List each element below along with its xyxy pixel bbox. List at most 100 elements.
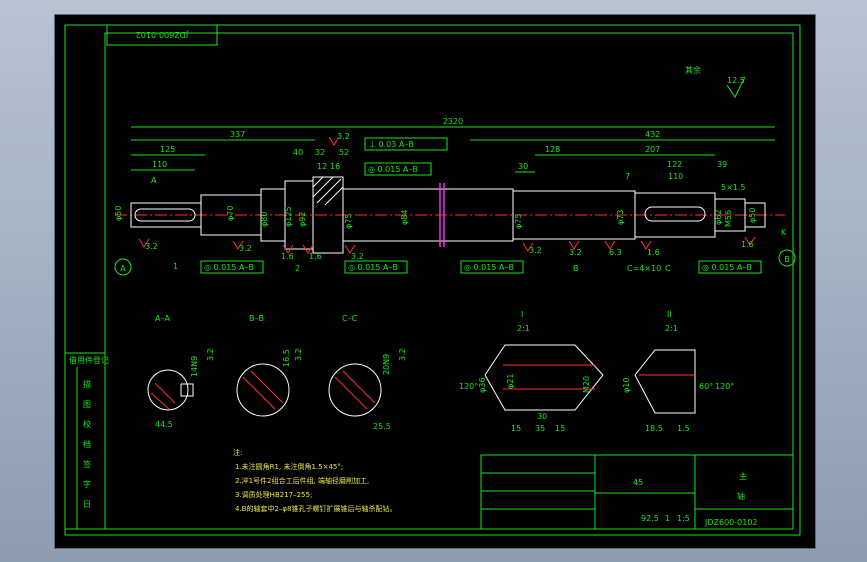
svg-text:45: 45 [633,478,643,487]
svg-text:借用件登记: 借用件登记 [69,355,109,365]
dim-110: 110 [152,160,167,169]
svg-text:120°: 120° [459,382,478,391]
svg-text:M20: M20 [582,376,591,393]
svg-text:轴: 轴 [737,491,745,501]
dia-11: M56 [724,210,733,227]
svg-text:60°: 60° [699,382,713,391]
dim-30: 30 [518,162,528,171]
svg-text:3.2: 3.2 [529,246,542,255]
svg-text:1:5: 1:5 [677,514,690,523]
svg-text:2.淬1号件2组合工后件组, 端轴径磨削加工,: 2.淬1号件2组合工后件组, 端轴径磨削加工, [235,476,369,485]
section-a-a: A–A 44.5 14N9 3.2 [147,314,215,429]
tolerance-top-text: ⊥ 0.03 A–B [369,140,414,149]
svg-text:92.5: 92.5 [641,514,659,523]
tolerance-frame-mid [364,162,432,176]
dia-10: φ62 [714,210,723,225]
svg-text:1.5: 1.5 [677,424,690,433]
label-a: A [151,176,157,185]
dia-9: φ73 [616,210,625,225]
drawing-viewport[interactable]: JDZ600-0102 其余 12.5 2320 337 432 125 110… [54,14,816,549]
left-registry-strip: 借用件登记 描 图 校 档 签 字 日 [64,352,109,530]
diameter-labels: φ50 φ70 φ80 φ125 φ92 φ75 φ84 φ75 φ73 φ62… [114,206,757,229]
dia-8: φ75 [514,214,523,229]
dim-110b: 110 [668,172,683,181]
label-c: C [665,264,671,273]
svg-text:校: 校 [83,419,91,429]
roughness-markers: 3.2 3.2 1.6 3.2 1.6 3.2 3.2 6.3 1.6 1.6 … [138,132,756,261]
svg-text:16.5: 16.5 [282,349,291,367]
svg-text:图: 图 [83,400,91,409]
collar-hatch [312,176,344,206]
keyway-1 [134,208,196,222]
dim-125: 125 [160,145,175,154]
drawing-number-box [106,24,218,46]
svg-text:44.5: 44.5 [155,420,173,429]
label-cdim: C=4×10 [627,264,661,273]
svg-text:14N9: 14N9 [190,356,199,377]
svg-text:3.2: 3.2 [351,252,364,261]
svg-text:字: 字 [83,479,91,489]
dim-overall: 2320 [443,117,463,126]
dia-5: φ92 [298,212,307,227]
dia-3: φ80 [260,212,269,227]
tolerance-mid-text: ◎ 0.015 A–B [368,165,418,174]
dia-1: φ50 [114,206,123,221]
svg-text:1.6: 1.6 [741,240,754,249]
section-c-c: C–C 25.5 20N9 3.2 [328,314,407,431]
dim-5x15: 5×1.5 [721,183,746,192]
dim-7: 7 [625,172,630,181]
section-b-b: B–B 16.5 3.2 [236,314,303,417]
dim-337: 337 [230,130,245,139]
svg-text:◎ 0.015 A–B: ◎ 0.015 A–B [464,263,514,272]
label-k: K [781,228,787,237]
svg-text:描: 描 [83,379,91,389]
datum-b-circle [778,249,796,267]
dia-4: φ125 [284,206,293,227]
svg-text:3.2: 3.2 [145,242,158,251]
shaft-seg-6 [342,188,514,242]
dim-128: 128 [545,145,560,154]
svg-text:25.5: 25.5 [373,422,391,431]
surface-finish-symbol [726,76,746,98]
svg-text:φ21: φ21 [506,374,515,389]
svg-text:1.6: 1.6 [647,248,660,257]
surface-finish-label: 其余 [685,65,701,75]
svg-text:B–B: B–B [249,314,264,323]
label-2: 2 [295,264,300,273]
datum-b: B [784,255,790,264]
svg-text:3.2: 3.2 [294,348,303,361]
svg-text:注:: 注: [233,448,242,457]
dim-432: 432 [645,130,660,139]
svg-text:30: 30 [537,412,547,421]
svg-text:A–A: A–A [155,314,170,323]
detail-i: I 2:1 120° φ36 φ21 M20 30 35 15 15 [459,310,604,433]
svg-text:JDZ600-0102: JDZ600-0102 [704,518,758,527]
dim-12: 12 [317,162,327,171]
dia-12: φ50 [748,208,757,223]
drawing-number-mirrored: JDZ600-0102 [136,30,190,39]
drawing-canvas: JDZ600-0102 其余 12.5 2320 337 432 125 110… [64,24,801,536]
svg-text:1.未注圆角R1, 未注倒角1.5×45°;: 1.未注圆角R1, 未注倒角1.5×45°; [235,462,343,471]
svg-text:15: 15 [555,424,565,433]
svg-text:档: 档 [83,439,91,449]
surface-finish-value: 12.5 [727,76,745,85]
dim-39: 39 [717,160,727,169]
dim-16: 16 [330,162,340,171]
dia-2: φ70 [226,206,235,221]
dim-40: 40 [293,148,303,157]
svg-text:120°: 120° [715,382,734,391]
label-b: B [573,264,579,273]
svg-text:18.5: 18.5 [645,424,663,433]
svg-text:15: 15 [511,424,521,433]
dim-122: 122 [667,160,682,169]
sheet-border [64,24,801,536]
keyway-3 [644,206,706,222]
svg-text:主: 主 [739,471,747,481]
technical-notes: 注: 1.未注圆角R1, 未注倒角1.5×45°; 2.淬1号件2组合工后件组,… [233,448,397,513]
datum-a: A [120,264,126,273]
label-1: 1 [173,262,178,271]
svg-text:◎ 0.015 A–B: ◎ 0.015 A–B [204,263,254,272]
dim-32: 32 [315,148,325,157]
dim-52: 52 [339,148,349,157]
svg-text:2:1: 2:1 [517,324,530,333]
